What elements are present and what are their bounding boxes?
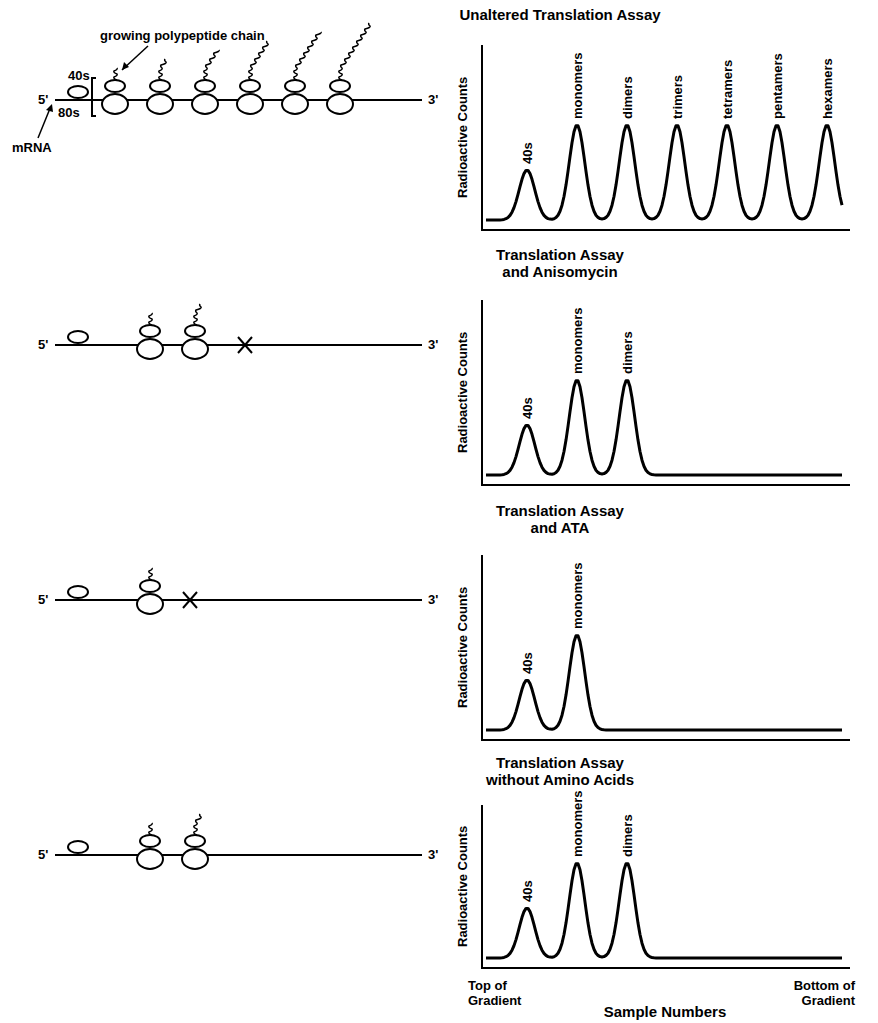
peak-label: monomers (570, 53, 585, 119)
peak-label: dimers (620, 814, 635, 857)
peak-label: monomers (570, 563, 585, 629)
prime-label: 3' (428, 847, 438, 862)
polypeptide-chain (204, 50, 219, 80)
block-mark (183, 592, 197, 608)
mrna-strand (55, 599, 422, 601)
axis-label: Radioactive Counts (455, 77, 470, 198)
large-subunit (192, 94, 218, 114)
prime-label: 3' (428, 92, 438, 107)
peak-label: monomers (570, 308, 585, 374)
small-subunit-40s (68, 331, 88, 343)
mrna-strand (55, 854, 422, 856)
large-subunit (147, 94, 173, 114)
graph-axes (482, 555, 850, 740)
arrowhead (122, 62, 129, 70)
small-subunit (105, 80, 125, 92)
polypeptide-chain (159, 59, 166, 80)
peak-label: hexamers (820, 58, 835, 119)
axis-label: Radioactive Counts (455, 587, 470, 708)
small-subunit (140, 835, 160, 847)
small-subunit (140, 325, 160, 337)
peak-label: monomers (570, 791, 585, 857)
panel-title: Translation Assay and Anisomycin (485, 246, 635, 280)
gradient-profile (486, 126, 842, 220)
polypeptide-chain (114, 68, 117, 80)
peak-label: 40s (520, 397, 535, 419)
axis-label: Radioactive Counts (455, 332, 470, 453)
prime-label: 5' (38, 847, 48, 862)
peak-label: 40s (520, 880, 535, 902)
peak-label: trimers (670, 75, 685, 119)
polypeptide-chain (149, 568, 152, 580)
polypeptide-chain (149, 313, 152, 325)
large-subunit (137, 594, 163, 614)
polypeptide-chain (149, 823, 152, 835)
subunit-label: 40s (68, 68, 90, 83)
peak-label: dimers (620, 76, 635, 119)
small-subunit-40s (68, 86, 88, 98)
polypeptide-chain (249, 41, 268, 80)
gradient-profile (486, 636, 842, 730)
prime-label: 5' (38, 592, 48, 607)
callout-label: growing polypeptide chain (100, 28, 265, 43)
polypeptide-chain (339, 23, 370, 80)
leader-arrow (122, 46, 148, 70)
axis-title: Sample Numbers (565, 1003, 765, 1020)
small-subunit (285, 80, 305, 92)
small-subunit (150, 80, 170, 92)
prime-label: 3' (428, 592, 438, 607)
gradient-profile (486, 864, 842, 958)
prime-label: 5' (38, 337, 48, 352)
polypeptide-chain (194, 304, 201, 325)
small-subunit (185, 835, 205, 847)
callout-label: mRNA (12, 140, 52, 155)
small-subunit-40s (68, 841, 88, 853)
large-subunit (102, 94, 128, 114)
large-subunit (137, 849, 163, 869)
axis-label: Radioactive Counts (455, 826, 470, 947)
peak-label: 40s (520, 142, 535, 164)
large-subunit (327, 94, 353, 114)
small-subunit (195, 80, 215, 92)
large-subunit (182, 849, 208, 869)
small-subunit-40s (68, 586, 88, 598)
gradient-profile (486, 381, 842, 475)
large-subunit (137, 339, 163, 359)
peak-label: pentamers (770, 53, 785, 119)
polypeptide-chain (194, 814, 201, 835)
peak-label: tetramers (720, 60, 735, 119)
large-subunit (282, 94, 308, 114)
peak-label: 40s (520, 652, 535, 674)
small-subunit (185, 325, 205, 337)
panel-title: Translation Assay and ATA (485, 502, 635, 536)
large-subunit (182, 339, 208, 359)
axis-end-label: Top of Gradient (468, 978, 538, 1008)
block-mark (238, 337, 252, 353)
panel-title: Translation Assay without Amino Acids (475, 754, 645, 788)
small-subunit (140, 580, 160, 592)
small-subunit (240, 80, 260, 92)
panel-title: Unaltered Translation Assay (350, 6, 770, 23)
peak-label: dimers (620, 331, 635, 374)
large-subunit (237, 94, 263, 114)
graph-axes (482, 300, 850, 485)
graph-axes (482, 805, 850, 968)
mrna-strand (55, 344, 422, 346)
axis-end-label: Bottom of Gradient (785, 978, 855, 1008)
graph-axes (482, 45, 850, 230)
polypeptide-chain (294, 32, 321, 80)
small-subunit (330, 80, 350, 92)
subunit-label: 80s (58, 105, 80, 120)
prime-label: 3' (428, 337, 438, 352)
bracket (92, 78, 96, 116)
prime-label: 5' (38, 92, 48, 107)
